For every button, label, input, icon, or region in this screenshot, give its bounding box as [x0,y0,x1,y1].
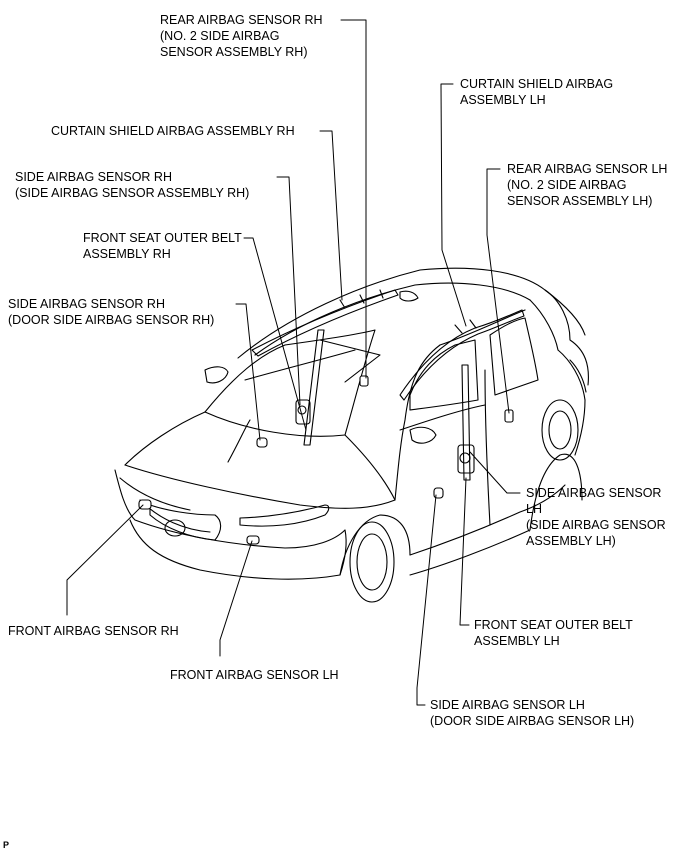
label-line: FRONT SEAT OUTER BELT [474,618,633,632]
leader-belt-lh [459,477,470,626]
label-front-airbag-sensor-rh: FRONT AIRBAG SENSOR RH [8,623,179,639]
label-rear-airbag-sensor-lh: REAR AIRBAG SENSOR LH (NO. 2 SIDE AIRBAG… [507,161,667,209]
leader-side-sensor-rh [276,176,301,406]
label-line: SIDE AIRBAG SENSOR LH [430,698,585,712]
label-front-airbag-sensor-lh: FRONT AIRBAG SENSOR LH [170,667,339,683]
leader-front-lh [219,540,253,657]
label-line: ASSEMBLY LH [460,93,546,107]
leader-front-rh [66,504,144,616]
label-front-seat-outer-belt-lh: FRONT SEAT OUTER BELT ASSEMBLY LH [474,617,633,649]
label-line: (DOOR SIDE AIRBAG SENSOR RH) [8,313,215,327]
leader-lines [66,19,521,706]
curtain-airbag-rh [251,289,419,357]
label-line: FRONT AIRBAG SENSOR RH [8,624,179,638]
label-line: LH [526,502,542,516]
sensor-markers [138,375,514,545]
label-front-seat-outer-belt-rh: FRONT SEAT OUTER BELT ASSEMBLY RH [83,230,242,262]
leader-curtain-lh [440,83,467,327]
label-curtain-shield-airbag-lh: CURTAIN SHIELD AIRBAG ASSEMBLY LH [460,76,613,108]
label-line: FRONT SEAT OUTER BELT [83,231,242,245]
label-side-airbag-sensor-assembly-rh: SIDE AIRBAG SENSOR RH (SIDE AIRBAG SENSO… [15,169,249,201]
label-line: SENSOR ASSEMBLY RH) [160,45,308,59]
curtain-airbag-lh [399,309,525,401]
front-sensor-lh [246,535,260,545]
label-line: (SIDE AIRBAG SENSOR ASSEMBLY RH) [15,186,250,200]
label-line: CURTAIN SHIELD AIRBAG [460,77,614,91]
label-line: SIDE AIRBAG SENSOR RH [8,297,165,311]
label-rear-airbag-sensor-rh: REAR AIRBAG SENSOR RH (NO. 2 SIDE AIRBAG… [160,12,323,60]
leader-side-sensor-lh [469,451,521,494]
leader-door-sensor-lh [416,494,437,706]
label-line: SIDE AIRBAG SENSOR RH [15,170,172,184]
label-line: REAR AIRBAG SENSOR LH [507,162,668,176]
label-line: CURTAIN SHIELD AIRBAG ASSEMBLY RH [51,124,295,138]
corner-mark: P [3,840,10,850]
door-sensor-rh [256,437,268,448]
label-line: FRONT AIRBAG SENSOR LH [170,668,339,682]
seat-belt-rh [295,329,325,446]
label-line: ASSEMBLY LH) [526,534,616,548]
label-line: (SIDE AIRBAG SENSOR [526,518,666,532]
label-line: ASSEMBLY LH [474,634,560,648]
label-door-side-airbag-sensor-lh: SIDE AIRBAG SENSOR LH (DOOR SIDE AIRBAG … [430,697,634,729]
leader-belt-rh [243,237,307,431]
label-line: (NO. 2 SIDE AIRBAG [160,29,280,43]
label-side-airbag-sensor-assembly-lh: SIDE AIRBAG SENSOR LH (SIDE AIRBAG SENSO… [526,485,666,549]
leader-door-sensor-rh [235,303,261,441]
seat-belt-lh [457,364,475,481]
label-line: REAR AIRBAG SENSOR RH [160,13,323,27]
label-line: (NO. 2 SIDE AIRBAG [507,178,627,192]
label-line: ASSEMBLY RH [83,247,171,261]
label-curtain-shield-airbag-rh: CURTAIN SHIELD AIRBAG ASSEMBLY RH [51,123,295,139]
label-line: SIDE AIRBAG SENSOR [526,486,662,500]
label-line: SENSOR ASSEMBLY LH) [507,194,653,208]
front-sensor-rh [138,499,152,510]
label-line: (DOOR SIDE AIRBAG SENSOR LH) [430,714,635,728]
car-body [114,267,589,603]
label-door-side-airbag-sensor-rh: SIDE AIRBAG SENSOR RH (DOOR SIDE AIRBAG … [8,296,214,328]
leader-curtain-rh [319,130,343,301]
leader-rear-rh [340,19,367,379]
leader-rear-lh [486,168,510,414]
rear-sensor-rh [359,375,369,387]
